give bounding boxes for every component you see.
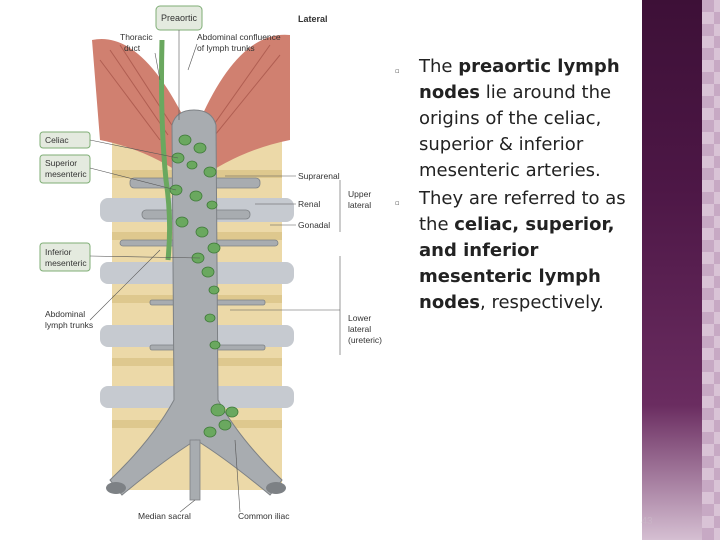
upper-lateral-label-line-2: lateral [348, 200, 371, 210]
lower-lateral-label-line-3: (ureteric) [348, 335, 382, 345]
bullet-2-text-bold: celiac, superior, and inferior mesenteri… [419, 214, 615, 313]
suprarenal-label: Suprarenal [298, 171, 340, 181]
bullet-1-text-a: The [419, 56, 459, 77]
thoracic-duct-label-line-2: duct [124, 43, 141, 53]
arterial-branches [119, 177, 279, 351]
thoracic-duct-label-line-1: Thoracic [120, 32, 153, 42]
abdominal-confluence-label-line-1: Abdominal confluence [197, 32, 281, 42]
bullet-item-2: ▫ They are referred to as the celiac, su… [395, 186, 640, 316]
page-number: 43 [641, 516, 653, 527]
superior-mesenteric-label-line-1: Superior [45, 158, 77, 168]
lower-lateral-label-line-2: lateral [348, 324, 371, 334]
superior-mesenteric-label-line-2: mesenteric [45, 169, 87, 179]
inferior-mesenteric-label-line-2: mesenteric [45, 258, 87, 268]
abdominal-lymph-trunks-label-line-2: lymph trunks [45, 320, 93, 330]
renal-label: Renal [298, 199, 320, 209]
bullet-marker-icon: ▫ [395, 199, 400, 207]
leader-lines [89, 30, 341, 513]
bullet-list: ▫ The preaortic lymph nodes lie around t… [395, 54, 640, 316]
abdominal-confluence-label-line-2: of lymph trunks [197, 43, 255, 53]
upper-lateral-label-line-1: Upper [348, 189, 371, 199]
bullet-marker-icon: ▫ [395, 67, 400, 75]
preaortic-label: Preaortic [161, 13, 198, 23]
bullet-1-text-bold: preaortic lymph nodes [419, 56, 620, 103]
bullet-item-1: ▫ The preaortic lymph nodes lie around t… [395, 54, 640, 184]
inferior-mesenteric-label-box [39, 242, 91, 272]
decorative-sidebar-band [642, 0, 702, 540]
bullet-1-text-b: lie around the origins of the celiac, su… [419, 82, 612, 181]
lymph-node-diagram: Preaortic Lateral Thoracic duct Abdomina… [39, 5, 382, 521]
median-sacral-label: Median sacral [138, 511, 191, 521]
common-iliac-label: Common iliac [238, 511, 290, 521]
abdominal-lymph-trunks-label-line-1: Abdominal [45, 309, 85, 319]
lateral-label: Lateral [298, 14, 328, 24]
gonadal-label: Gonadal [298, 220, 330, 230]
bullet-2-text-b: , respectively. [480, 292, 604, 313]
inferior-mesenteric-label-line-1: Inferior [45, 247, 72, 257]
thoracic-duct [159, 39, 173, 261]
celiac-label: Celiac [45, 135, 69, 145]
aorta [106, 109, 286, 501]
lower-lateral-label-line-1: Lower [348, 313, 371, 323]
superior-mesenteric-label-box [39, 154, 91, 184]
bullet-2-text-a: They are referred to as the [419, 188, 626, 235]
